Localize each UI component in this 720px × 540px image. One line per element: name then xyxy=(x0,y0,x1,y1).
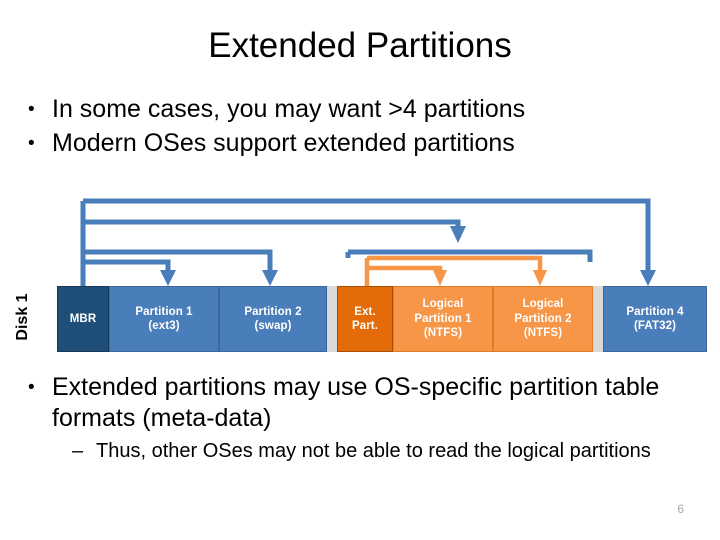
arrowhead-partition2 xyxy=(262,270,278,286)
arrowhead-partition4 xyxy=(640,270,656,286)
wire-extpart-bracket-right xyxy=(348,249,593,262)
wire-extpart-to-logical2 xyxy=(367,255,543,272)
disk-segment-partition4[interactable]: Partition 4 (FAT32) xyxy=(603,286,707,352)
wire-extpart-to-logical1 xyxy=(367,265,443,272)
orange-arrowheads xyxy=(433,270,547,286)
bullet-item: • Modern OSes support extended partition… xyxy=(14,128,714,159)
arrowhead-logical2 xyxy=(533,270,547,286)
segment-line-1: Partition 4 xyxy=(626,305,684,318)
wire-mbr-to-partition4 xyxy=(83,198,651,272)
segment-line-2: (swap) xyxy=(254,320,292,332)
bullet-text: In some cases, you may want >4 partition… xyxy=(52,95,526,123)
disk-segment-partition1[interactable]: Partition 1 (ext3) xyxy=(109,286,219,352)
segment-line-1: MBR xyxy=(69,312,97,325)
segment-line-1: Logical xyxy=(522,298,564,311)
bottom-bullet-list: • Extended partitions may use OS-specifi… xyxy=(14,372,714,465)
segment-line-1: Ext. xyxy=(354,305,376,318)
page-number: 6 xyxy=(677,502,684,516)
segment-line-3: (NTFS) xyxy=(423,327,463,340)
disk-segment-gap-1 xyxy=(327,286,337,352)
disk-segment-logical-partition1[interactable]: Logical Partition 1 (NTFS) xyxy=(393,286,493,352)
bullet-item: • Extended partitions may use OS-specifi… xyxy=(14,372,714,434)
page-title: Extended Partitions xyxy=(208,26,512,65)
wire-mbr-to-partition1 xyxy=(83,259,171,272)
segment-line-1: Partition 1 xyxy=(135,305,193,318)
disk-segment-extpart[interactable]: Ext. Part. xyxy=(337,286,393,352)
bullet-marker-icon: • xyxy=(28,99,35,120)
wire-mbr-to-partition2 xyxy=(83,249,273,272)
wire-mbr-to-extpart xyxy=(83,219,461,228)
dash-marker-icon: – xyxy=(72,440,84,462)
sub-bullet-item: – Thus, other OSes may not be able to re… xyxy=(14,438,714,465)
top-bullet-list: • In some cases, you may want >4 partiti… xyxy=(14,94,714,162)
disk-segment-gap-2 xyxy=(593,286,603,352)
arrowhead-partition1 xyxy=(160,270,176,286)
disk-segment-logical-partition2[interactable]: Logical Partition 2 (NTFS) xyxy=(493,286,593,352)
disk-segment-partition2[interactable]: Partition 2 (swap) xyxy=(219,286,327,352)
arrowhead-logical1 xyxy=(433,270,447,286)
sub-bullet-text: Thus, other OSes may not be able to read… xyxy=(96,440,651,462)
blue-arrowheads xyxy=(160,226,656,286)
segment-line-2: Partition 2 xyxy=(514,312,572,325)
segment-line-3: (NTFS) xyxy=(523,327,563,340)
segment-line-2: Partition 1 xyxy=(414,312,472,325)
segment-line-2: (ext3) xyxy=(148,320,180,332)
segment-line-2: (FAT32) xyxy=(633,320,677,332)
bullet-item: • In some cases, you may want >4 partiti… xyxy=(14,94,714,125)
disk-label: Disk 1 xyxy=(14,293,31,341)
bullet-marker-icon: • xyxy=(28,377,35,398)
bullet-text: Modern OSes support extended partitions xyxy=(52,129,515,157)
bullet-marker-icon: • xyxy=(28,133,35,154)
arrowhead-extpart xyxy=(450,226,466,243)
segment-line-1: Logical xyxy=(422,298,464,311)
segment-line-2: Part. xyxy=(351,320,379,332)
segment-line-1: Partition 2 xyxy=(244,305,302,318)
disk-segment-mbr[interactable]: MBR xyxy=(57,286,109,352)
bullet-text: Extended partitions may use OS-specific … xyxy=(52,373,660,432)
